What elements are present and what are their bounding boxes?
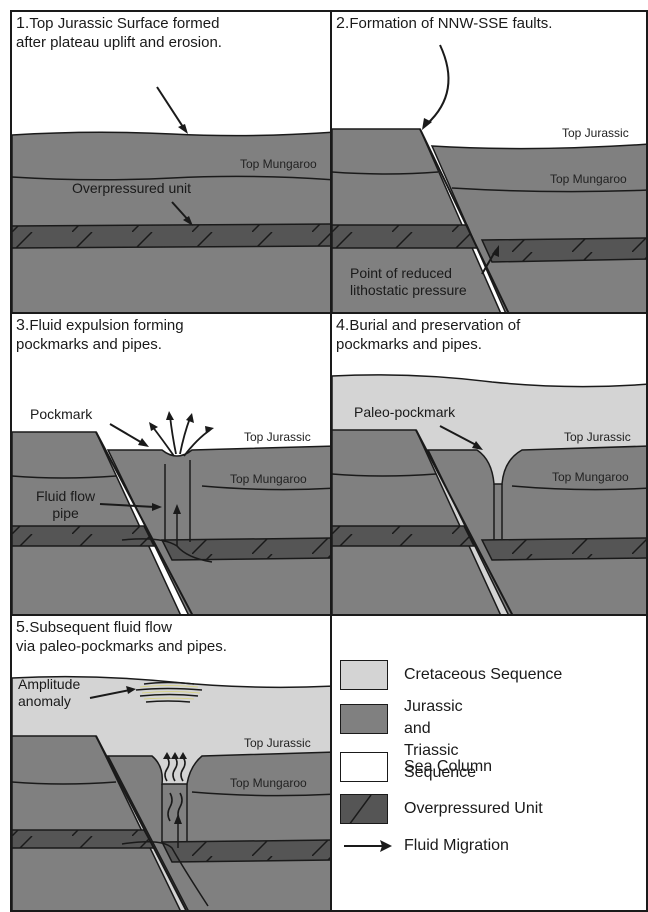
panel-3-caption: 3.Fluid expulsion forming pockmarks and … xyxy=(16,316,184,354)
arrow-to-pockmark xyxy=(110,424,144,444)
label-overpressured-unit: Overpressured unit xyxy=(72,180,191,197)
label-pockmark: Pockmark xyxy=(30,406,92,423)
panel-5-cross-section xyxy=(12,616,334,912)
panel-4-cross-section xyxy=(332,314,648,616)
label-top-mungaroo: Top Mungaroo xyxy=(240,157,317,171)
label-top-mungaroo: Top Mungaroo xyxy=(230,472,307,486)
label-fluid-flow-pipe: Fluid flow pipe xyxy=(36,488,95,522)
label-top-jurassic: Top Jurassic xyxy=(564,430,631,444)
label-reduced-pressure: Point of reduced lithostatic pressure xyxy=(350,265,467,299)
light-gray-swatch xyxy=(340,660,388,690)
label-top-mungaroo: Top Mungaroo xyxy=(552,470,629,484)
panel-3-fluid-expulsion: 3.Fluid expulsion forming pockmarks and … xyxy=(10,312,334,616)
panel-5-subsequent-flow: 5.Subsequent fluid flow via paleo-pockma… xyxy=(10,614,334,912)
panel-1-caption: 1.Top Jurassic Surface formed after plat… xyxy=(16,14,222,52)
arrow-to-surface xyxy=(157,87,185,130)
label-amplitude-anomaly: Amplitude anomaly xyxy=(18,676,80,710)
panel-4-burial: 4.Burial and preservation of pockmarks a… xyxy=(330,312,648,616)
dark-gray-swatch xyxy=(340,704,388,734)
curved-arrow-to-fault xyxy=(427,45,448,124)
label-top-jurassic: Top Jurassic xyxy=(244,430,311,444)
label-paleo-pockmark: Paleo-pockmark xyxy=(354,404,455,421)
label-top-jurassic: Top Jurassic xyxy=(562,126,629,140)
label-top-mungaroo: Top Mungaroo xyxy=(550,172,627,186)
panel-2-caption: 2.Formation of NNW-SSE faults. xyxy=(336,14,552,33)
panel-1-uplift-erosion: 1.Top Jurassic Surface formed after plat… xyxy=(10,10,334,314)
label-top-jurassic: Top Jurassic xyxy=(244,736,311,750)
panel-3-cross-section xyxy=(12,314,334,616)
label-top-mungaroo: Top Mungaroo xyxy=(230,776,307,790)
panel-4-caption: 4.Burial and preservation of pockmarks a… xyxy=(336,316,520,354)
hatched-swatch xyxy=(340,794,388,824)
arrow-icon xyxy=(344,834,394,858)
legend-panel: Cretaceous Sequence Jurassic and Triassi… xyxy=(330,614,648,912)
white-swatch xyxy=(340,752,388,782)
panel-5-caption: 5.Subsequent fluid flow via paleo-pockma… xyxy=(16,618,227,656)
panel-2-faults: 2.Formation of NNW-SSE faults. Top Juras… xyxy=(330,10,648,314)
